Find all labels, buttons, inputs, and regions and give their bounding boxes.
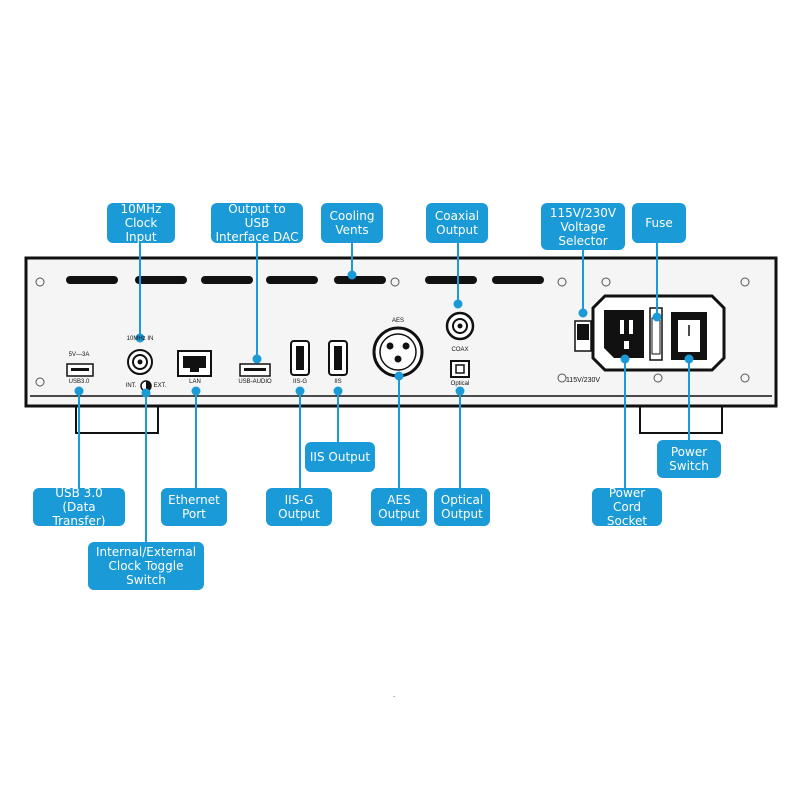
label-iis: IIS (334, 379, 342, 385)
usb-audio-port (239, 363, 271, 377)
label-lan: LAN (189, 379, 201, 385)
callout-iis-output: IIS Output (305, 442, 375, 472)
voltage-selector (574, 320, 592, 352)
optical-connector (450, 360, 470, 378)
label-ext: EXT. (153, 383, 167, 389)
label-aes: AES (391, 318, 405, 324)
label-selector-mark: 230V (578, 341, 588, 346)
callout-usb3: USB 3.0 (Data Transfer) (33, 486, 125, 528)
label-optical: Optical (450, 381, 470, 387)
callout-optical-output: Optical Output (434, 488, 490, 526)
callout-power-switch: Power Switch (657, 440, 721, 478)
coaxial-connector (445, 311, 475, 341)
label-int: INT. (125, 383, 137, 389)
iis-port (328, 340, 348, 376)
callout-iis-g-output: IIS-G Output (266, 488, 332, 526)
label-iis-g: IIS-G (292, 379, 308, 385)
label-usb-power: 5V—3A (68, 352, 90, 358)
label-voltage: 115V/230V (565, 377, 601, 384)
cooling-vents (66, 276, 544, 284)
left-foot (75, 404, 159, 434)
callout-coaxial-output: Coaxial Output (426, 203, 488, 243)
iis-g-port (290, 340, 310, 376)
screws (35, 277, 750, 387)
label-usb-audio: USB-AUDIO (238, 379, 272, 385)
label-usb3: USB3.0 (68, 379, 90, 385)
callout-fuse: Fuse (632, 203, 686, 243)
usb3-port (66, 363, 94, 377)
power-inlet-module (591, 294, 726, 372)
aes-connector (372, 326, 424, 378)
callout-cooling-vents: Cooling Vents (321, 203, 383, 243)
callout-usb-interface: Output to USB Interface DAC (211, 202, 303, 244)
label-coax: COAX (451, 347, 469, 353)
callout-power-cord: Power Cord Socket (592, 486, 662, 528)
callout-clock-input: 10MHz Clock Input (107, 202, 175, 244)
ethernet-port (177, 350, 212, 377)
callout-clock-toggle: Internal/External Clock Toggle Switch (88, 542, 204, 590)
callout-ethernet: Ethernet Port (161, 488, 227, 526)
leader-lines (74, 243, 694, 542)
callout-voltage-selector: 115V/230V Voltage Selector (541, 203, 625, 250)
callout-aes-output: AES Output (371, 488, 427, 526)
clock-input-connector (127, 349, 153, 375)
stray-mark: . (393, 690, 396, 699)
right-foot (639, 404, 723, 434)
label-clock-in: 10MHz IN (126, 336, 154, 342)
